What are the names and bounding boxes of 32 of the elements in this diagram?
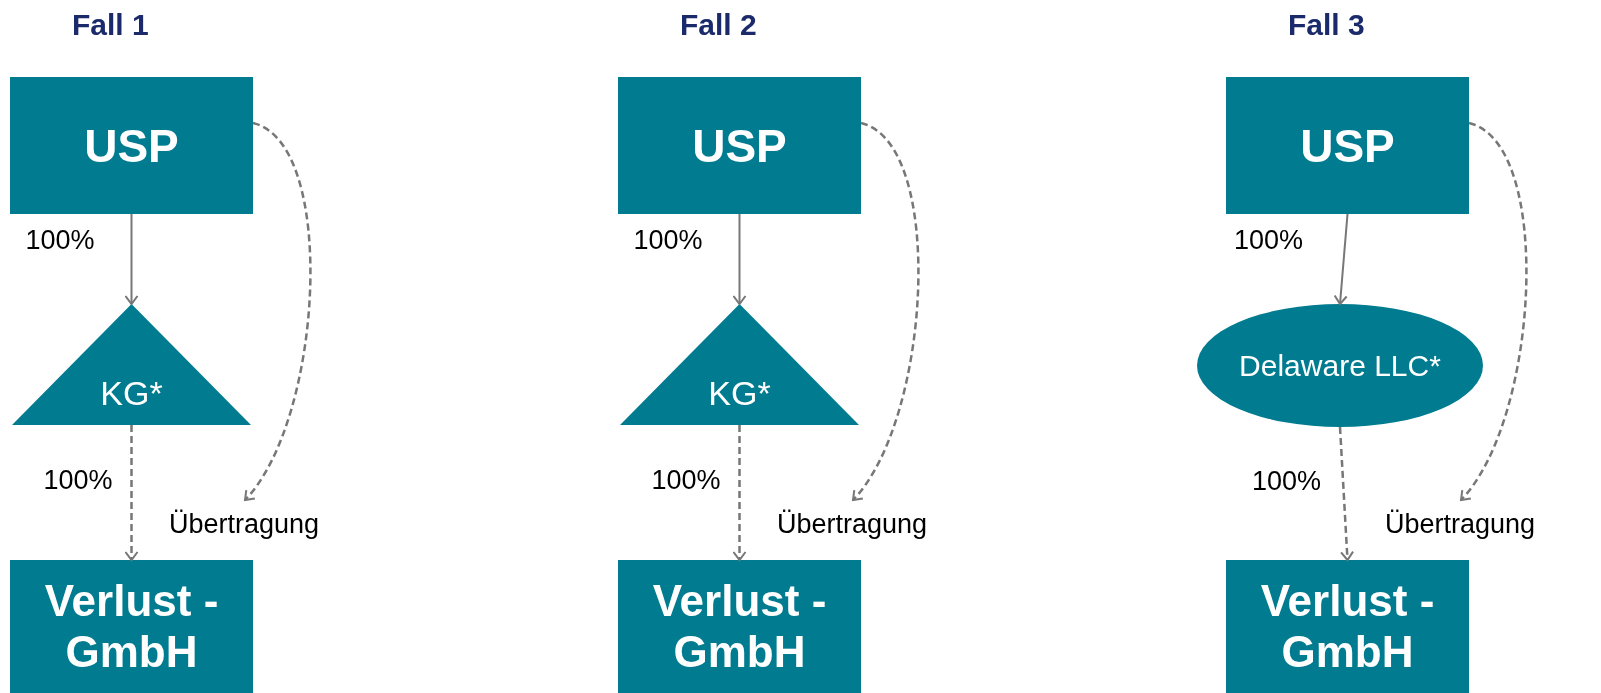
entity-box xyxy=(618,560,861,693)
entity-name: KG* xyxy=(708,374,771,413)
transfer-label: Übertragung xyxy=(1385,505,1585,543)
entity-box xyxy=(10,77,253,214)
case-heading: Fall 3 xyxy=(1288,8,1365,42)
dashed-arrow xyxy=(244,121,312,501)
entity-triangle xyxy=(12,304,251,425)
transfer-label: Übertragung xyxy=(777,505,977,543)
dashed-arrow xyxy=(1460,121,1528,501)
entity-name: Verlust - GmbH xyxy=(1259,575,1436,678)
dashed-arrow xyxy=(1338,426,1355,561)
entity-name: Delaware LLC* xyxy=(1239,349,1441,382)
entity-name: USP xyxy=(692,118,787,173)
arrow xyxy=(732,213,747,305)
entity-name: USP xyxy=(1300,118,1395,173)
case-heading: Fall 1 xyxy=(72,8,149,42)
entity-box xyxy=(10,560,253,693)
arrow xyxy=(1333,213,1349,305)
entity-box xyxy=(1226,77,1469,214)
transfer-label: Übertragung xyxy=(169,505,369,543)
dashed-arrow xyxy=(124,425,139,561)
entity-box xyxy=(618,77,861,214)
case-heading: Fall 2 xyxy=(680,8,757,42)
entity-triangle xyxy=(620,304,859,425)
entity-name: Verlust - GmbH xyxy=(651,575,828,678)
entity-name: KG* xyxy=(100,374,163,413)
entity-box xyxy=(1226,560,1469,693)
arrow xyxy=(124,213,139,305)
entity-name: Verlust - GmbH xyxy=(43,575,220,678)
dashed-arrow xyxy=(852,121,920,501)
dashed-arrow xyxy=(732,425,747,561)
entity-name: USP xyxy=(84,118,179,173)
